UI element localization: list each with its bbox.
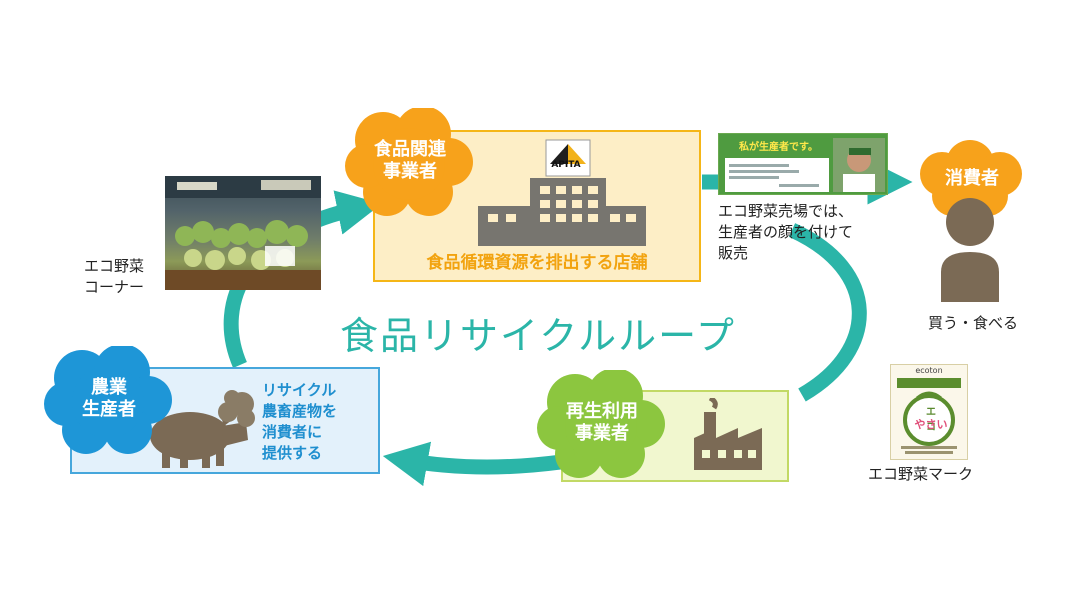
consumer-person-icon <box>941 198 999 302</box>
recycler-cloud-line1: 再生利用 <box>566 401 638 422</box>
eco-mark-badge-mid: やさい <box>914 418 948 431</box>
producer-poster-headline: 私が生産者です。 <box>739 142 818 153</box>
farm-text-line3: 消費者に <box>262 423 323 441</box>
consumer-caption: 買う・食べる <box>928 314 1019 332</box>
loop-title: 食品リサイクルループ <box>340 314 736 358</box>
farm-text-line2: 農畜産物を <box>262 402 338 420</box>
pig-icon <box>143 412 248 468</box>
loop-arrow-store-to-recycler <box>788 223 867 402</box>
store-cloud-line1: 食品関連 <box>374 139 446 160</box>
vegetable-shelf-illustration <box>165 176 321 290</box>
feed-pile-icon <box>218 390 255 427</box>
note-line3: 販売 <box>718 244 749 262</box>
store-building-icon <box>478 139 646 246</box>
store-caption: 食品循環資源を排出する店舗 <box>426 253 648 273</box>
eco-vegetable-corner-photo <box>165 176 321 290</box>
producer-poster: 私が生産者です。 <box>718 133 888 195</box>
farm-cloud-line2: 生産者 <box>82 399 136 420</box>
note-line1: エコ野菜売場では、 <box>718 202 854 220</box>
farm-cloud-badge <box>44 346 172 454</box>
factory-icon <box>694 398 762 470</box>
farm-text-line4: 提供する <box>262 444 323 462</box>
eco-mark-header: ecoton <box>915 366 943 375</box>
loop-arrow-recycler-to-farm <box>382 441 562 487</box>
farm-text-line1: リサイクル <box>262 381 337 399</box>
store-logo-text: APITA <box>551 160 581 170</box>
eco-mark-badge-top: エコ <box>926 407 936 433</box>
store-cloud-line2: 事業者 <box>383 161 437 182</box>
eco-corner-caption-line2: コーナー <box>84 278 145 296</box>
recycler-cloud-line2: 事業者 <box>575 423 629 444</box>
consumer-cloud-label: 消費者 <box>945 168 999 189</box>
eco-mark-emblem-icon <box>897 378 961 454</box>
eco-corner-caption-line1: エコ野菜 <box>84 257 145 275</box>
eco-mark-caption: エコ野菜マーク <box>868 465 974 483</box>
consumer-cloud-badge <box>920 140 1022 216</box>
recycler-cloud-badge <box>537 370 665 478</box>
producer-poster-illustration <box>719 134 887 194</box>
farm-cloud-line1: 農業 <box>91 377 127 398</box>
note-line2: 生産者の顔を付けて <box>718 223 854 241</box>
store-cloud-badge <box>345 108 473 216</box>
